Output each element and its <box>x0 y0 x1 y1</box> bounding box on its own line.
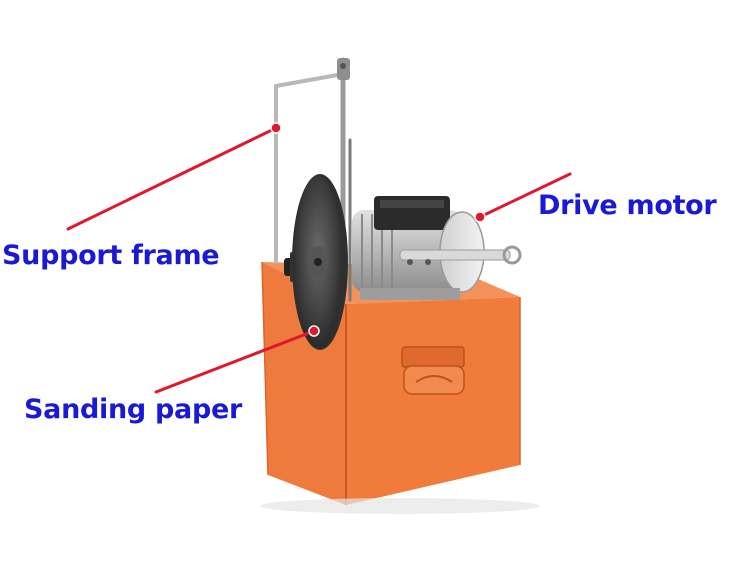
leader-line-sanding-paper <box>154 329 316 394</box>
sanding-disc <box>292 174 348 350</box>
box-handle <box>401 346 465 395</box>
label-sanding-paper: Sanding paper <box>24 394 243 425</box>
pointer-dot-support-frame <box>270 122 282 134</box>
leader-lines <box>66 126 572 394</box>
pointer-dot-drive-motor <box>474 211 486 223</box>
drive-motor <box>352 196 522 300</box>
leader-dots <box>270 122 486 337</box>
pointer-dot-sanding-paper <box>308 325 320 337</box>
leader-line-drive-motor <box>478 172 572 219</box>
label-support-frame: Support frame <box>2 240 220 271</box>
leader-line-support-frame <box>66 126 278 231</box>
label-drive-motor: Drive motor <box>538 190 717 221</box>
